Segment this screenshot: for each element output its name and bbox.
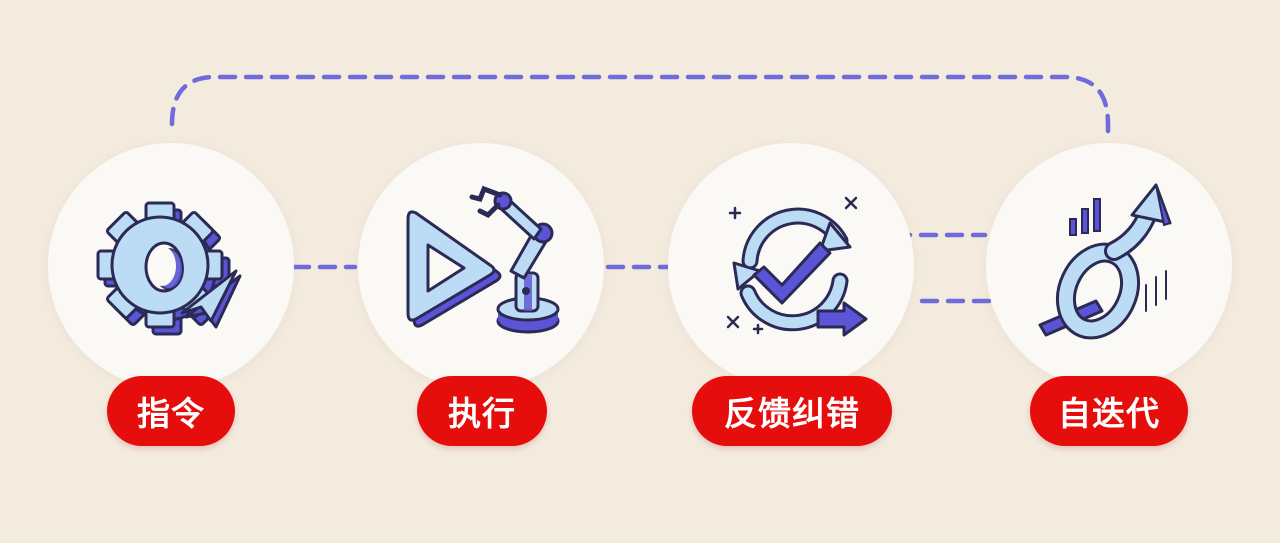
growth-spiral-icon bbox=[1038, 183, 1172, 340]
play-robot-arm-icon bbox=[406, 185, 560, 334]
step-2-circle bbox=[358, 143, 604, 389]
step-2-label: 执行 bbox=[417, 376, 547, 446]
step-4-circle bbox=[986, 143, 1232, 389]
gear-cursor-icon bbox=[96, 201, 242, 336]
step-4-label: 自迭代 bbox=[1030, 376, 1188, 446]
loop-back-connector bbox=[169, 74, 1111, 143]
check-cycle-icon bbox=[726, 196, 868, 337]
step-3-circle bbox=[668, 143, 914, 389]
step-1-label: 指令 bbox=[107, 376, 235, 446]
step-1-circle bbox=[48, 143, 294, 389]
step-3-label: 反馈纠错 bbox=[692, 376, 892, 446]
